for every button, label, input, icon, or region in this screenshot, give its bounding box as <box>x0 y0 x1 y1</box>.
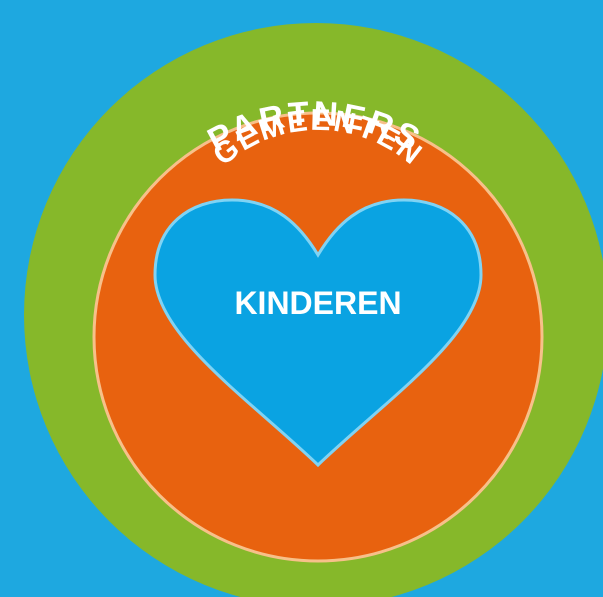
center-heart <box>153 198 483 468</box>
kinderen-label: KINDEREN <box>234 285 401 321</box>
